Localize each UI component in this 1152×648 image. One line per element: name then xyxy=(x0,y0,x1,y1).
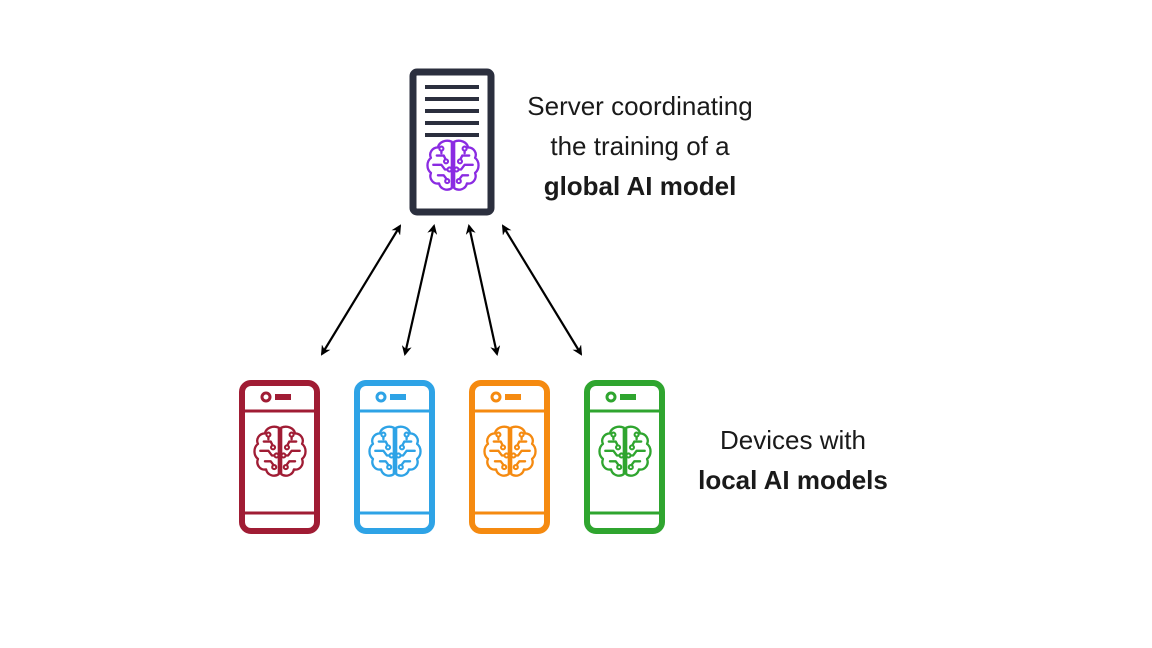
brain-icon xyxy=(253,425,307,477)
phone-camera xyxy=(375,391,387,403)
server-caption-line3: global AI model xyxy=(543,171,737,201)
phone-camera xyxy=(490,391,502,403)
devices-caption: Devices with local AI models xyxy=(668,420,918,500)
server-caption: Server coordinating the training of a gl… xyxy=(500,86,780,206)
arrow-server-device-1 xyxy=(320,224,402,356)
server-rack-lines xyxy=(425,85,479,137)
server-caption-line1: Server coordinating xyxy=(527,91,753,121)
arrow-server-device-4 xyxy=(501,224,583,356)
phone-icon xyxy=(239,380,320,534)
phone-camera xyxy=(605,391,617,403)
brain-icon xyxy=(368,425,422,477)
connection-arrows xyxy=(320,224,583,356)
phone-speaker xyxy=(275,394,291,400)
devices-caption-line2: local AI models xyxy=(698,465,888,495)
arrow-server-device-3 xyxy=(465,224,501,356)
phone-speaker xyxy=(505,394,521,400)
phone-camera xyxy=(260,391,272,403)
phone-icon xyxy=(469,380,550,534)
arrow-server-device-2 xyxy=(401,224,438,356)
phone-icon xyxy=(584,380,665,534)
devices-group xyxy=(239,380,665,534)
brain-icon xyxy=(598,425,652,477)
phone-speaker xyxy=(390,394,406,400)
phone-icon xyxy=(354,380,435,534)
brain-icon xyxy=(483,425,537,477)
phone-speaker xyxy=(620,394,636,400)
server-caption-line2: the training of a xyxy=(550,131,730,161)
brain-icon xyxy=(426,139,480,191)
devices-caption-line1: Devices with xyxy=(720,425,866,455)
server-icon xyxy=(409,68,495,216)
